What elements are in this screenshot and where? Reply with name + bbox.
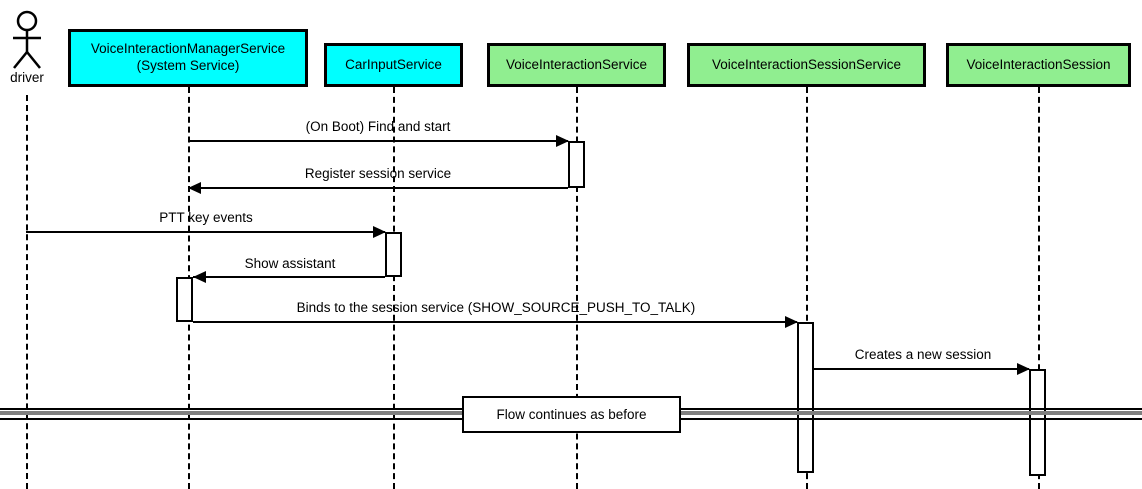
participant-voiceinteractionsessionservice[interactable]: VoiceInteractionSessionService xyxy=(687,43,926,87)
message-label-ptt-key-events: PTT key events xyxy=(159,210,253,225)
lifeline-voiceinteractionservice xyxy=(576,87,578,489)
driver-actor-icon xyxy=(13,10,41,69)
divider-label-flow-continues: Flow continues as before xyxy=(462,396,681,433)
message-line-show-assistant xyxy=(193,276,385,278)
message-arrowhead-show-assistant xyxy=(193,271,206,283)
activation-bar-voiceinteractionsessionservice xyxy=(797,322,814,473)
message-label-show-assistant: Show assistant xyxy=(244,256,336,271)
message-line-ptt-key-events xyxy=(26,231,385,233)
participant-carinputservice[interactable]: CarInputService xyxy=(324,43,463,87)
message-label-creates-a-new-session: Creates a new session xyxy=(854,347,992,362)
message-line-register-session-service xyxy=(188,187,568,189)
message-line-binds-to-session-service xyxy=(193,321,797,323)
message-label-on-boot-find-and-start: (On Boot) Find and start xyxy=(305,119,451,134)
lifeline-voiceinteractionsessionservice xyxy=(806,87,808,489)
participant-voiceinteractionservice[interactable]: VoiceInteractionService xyxy=(487,43,666,87)
message-line-on-boot-find-and-start xyxy=(188,140,568,142)
message-label-register-session-service: Register session service xyxy=(304,166,452,181)
lifeline-driver xyxy=(26,95,28,489)
lifeline-carinputservice xyxy=(393,87,395,489)
message-line-creates-a-new-session xyxy=(814,368,1029,370)
participant-voiceinteractionmanagerservice[interactable]: VoiceInteractionManagerService (System S… xyxy=(68,29,308,87)
activation-bar-voiceinteractionmanagerservice xyxy=(176,277,193,322)
activation-bar-voiceinteractionservice xyxy=(568,141,585,188)
message-arrowhead-register-session-service xyxy=(188,182,201,194)
activation-bar-voiceinteractionsession xyxy=(1029,369,1046,476)
message-arrowhead-ptt-key-events xyxy=(373,226,386,238)
message-arrowhead-creates-a-new-session xyxy=(1017,363,1030,375)
participant-voiceinteractionsession[interactable]: VoiceInteractionSession xyxy=(946,43,1131,87)
message-arrowhead-on-boot-find-and-start xyxy=(556,135,569,147)
message-label-binds-to-session-service: Binds to the session service (SHOW_SOURC… xyxy=(296,300,696,315)
lifeline-voiceinteractionsession xyxy=(1038,87,1040,489)
activation-bar-carinputservice xyxy=(385,232,402,277)
driver-actor-label: driver xyxy=(10,70,44,85)
message-arrowhead-binds-to-session-service xyxy=(785,316,798,328)
